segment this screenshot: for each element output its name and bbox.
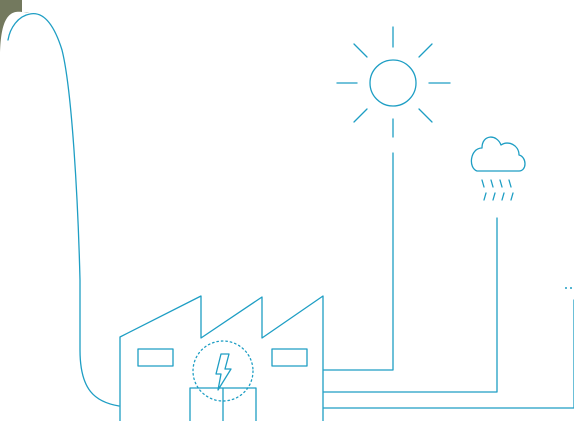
white-fill xyxy=(8,12,574,421)
